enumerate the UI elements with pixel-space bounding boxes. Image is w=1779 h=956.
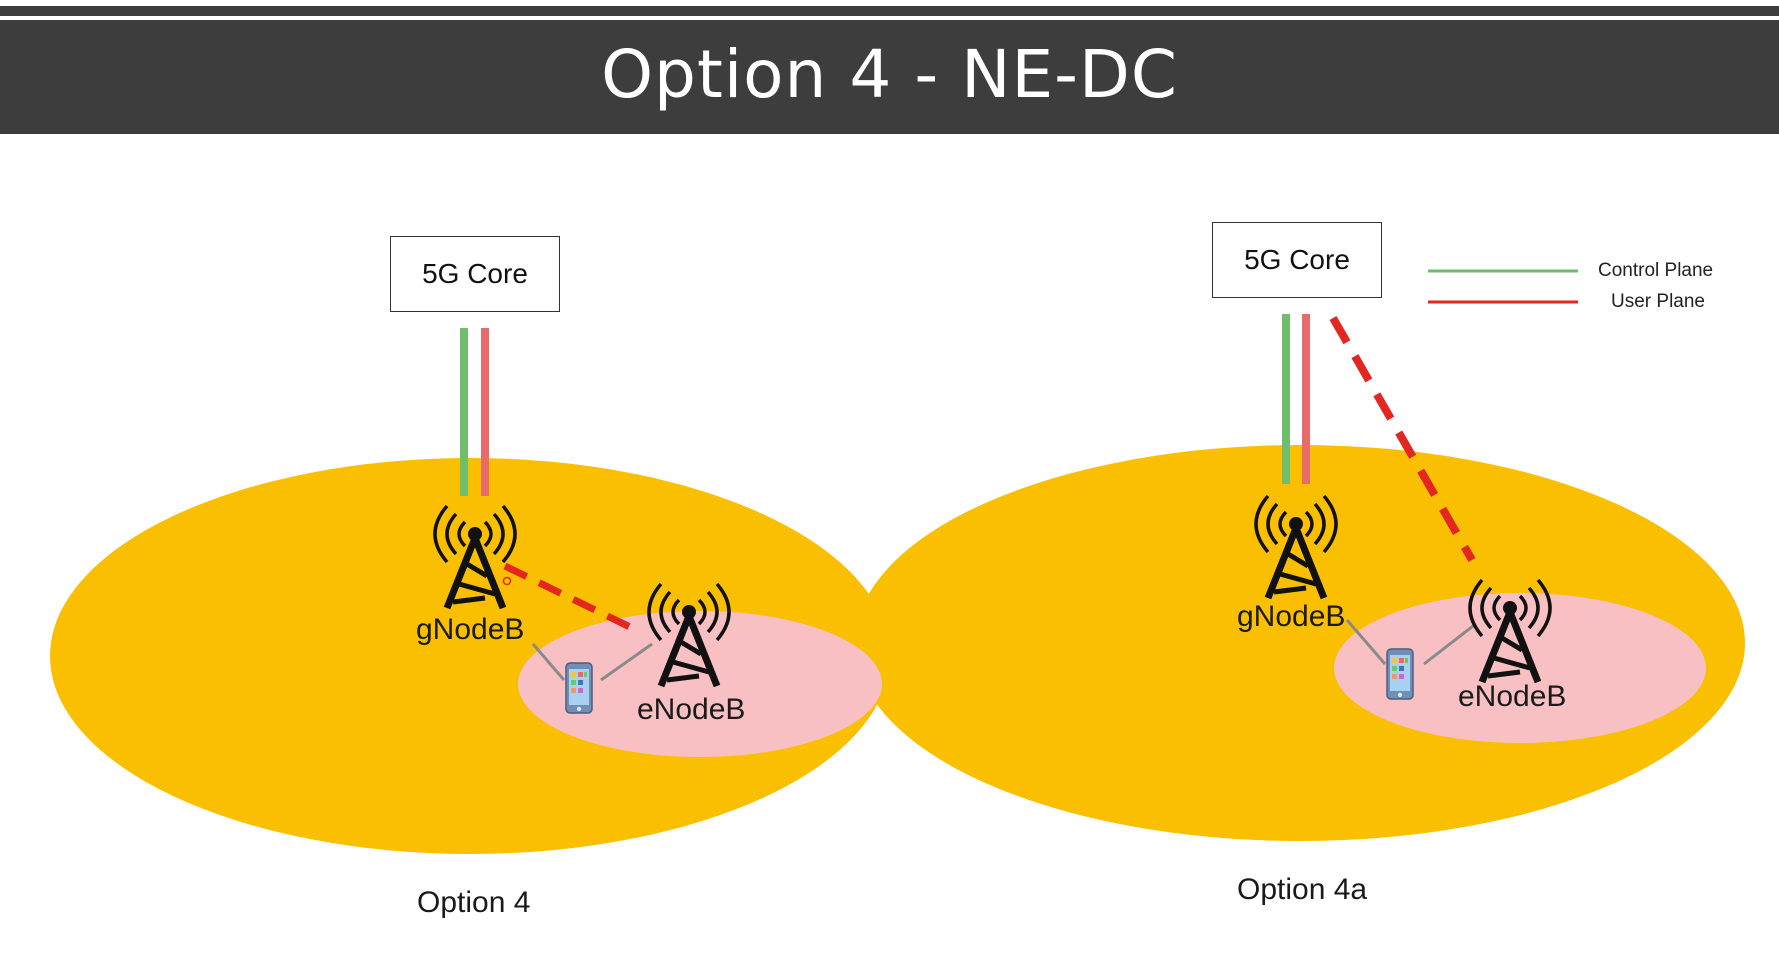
gnodeb-label-left: gNodeB — [416, 613, 525, 646]
option-4a-caption: Option 4a — [1237, 873, 1368, 906]
title-rule-top — [0, 6, 1779, 10]
5g-core-label-right: 5G Core — [1244, 244, 1350, 275]
option-4-caption: Option 4 — [417, 886, 531, 919]
gnodeb-label-right: gNodeB — [1237, 600, 1346, 633]
page-title: Option 4 - NE-DC — [601, 35, 1178, 113]
title-rule-bottom — [0, 130, 1779, 134]
smartphone-icon-right — [1386, 648, 1414, 700]
radio-link-gnb-left — [531, 643, 566, 681]
enodeb-label-right: eNodeB — [1458, 680, 1567, 713]
enodeb-label-left: eNodeB — [637, 693, 746, 726]
legend-user-plane-label: User Plane — [1611, 291, 1705, 312]
5g-core-box-right: 5G Core — [1212, 222, 1382, 298]
enb-coverage-right — [1334, 593, 1706, 743]
radio-link-gnb-right — [1345, 619, 1387, 665]
enb-coverage-left — [518, 611, 882, 757]
5g-core-box-left: 5G Core — [390, 236, 560, 312]
title-bar: Option 4 - NE-DC — [0, 16, 1779, 128]
radio-link-enb-right — [1423, 624, 1474, 666]
radio-link-enb-left — [600, 642, 653, 682]
5g-core-label-left: 5G Core — [422, 258, 528, 289]
xn-user-plane-dashed-left — [503, 562, 638, 634]
smartphone-icon-left — [565, 662, 593, 714]
legend-control-plane-label: Control Plane — [1598, 260, 1714, 281]
core-enb-user-plane-dashed — [1329, 316, 1476, 562]
